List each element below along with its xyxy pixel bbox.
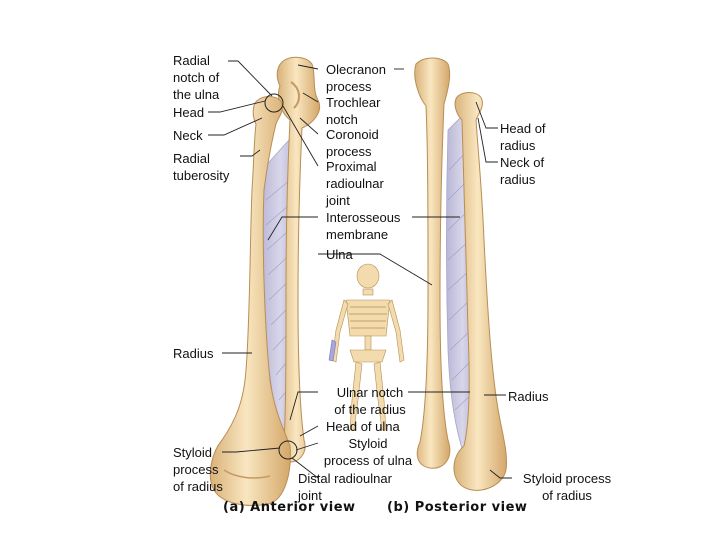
label-proximal-radioulnar-joint: Proximal radioulnar joint — [326, 159, 384, 208]
label-head-of-ulna: Head of ulna — [326, 419, 400, 434]
label-coronoid-process: Coronoid process — [326, 127, 379, 159]
label-olecranon-process: Olecranon process — [326, 62, 386, 94]
caption-posterior-view: (b) Posterior view — [387, 500, 528, 515]
label-neck-of-radius: Neck of radius — [500, 155, 545, 187]
radius-posterior — [453, 92, 507, 491]
anterior-view — [209, 56, 320, 506]
label-ulnar-notch-of-radius: Ulnar notch of the radius — [334, 385, 406, 417]
label-styloid-process-of-radius-anterior: Styloid process of radius — [173, 445, 223, 494]
label-radius-anterior: Radius — [173, 346, 214, 361]
label-ulna: Ulna — [326, 247, 353, 262]
label-radial-tuberosity: Radial tuberosity — [173, 151, 230, 183]
caption-anterior-view: (a) Anterior view — [223, 500, 356, 515]
label-styloid-process-of-radius-posterior: Styloid process of radius — [522, 471, 612, 503]
label-head: Head — [173, 105, 205, 120]
label-radius-posterior: Radius — [508, 389, 549, 404]
radius-anterior — [209, 96, 291, 506]
label-head-of-radius: Head of radius — [500, 121, 546, 153]
leader-lines — [208, 60, 512, 479]
label-trochlear-notch: Trochlear notch — [326, 95, 381, 127]
ulna-anterior — [276, 56, 320, 463]
label-styloid-process-of-ulna: Styloid process of ulna — [323, 436, 413, 468]
label-interosseous-membrane: Interosseous membrane — [326, 210, 401, 242]
ulna-posterior — [414, 57, 451, 469]
mini-skeleton — [328, 263, 405, 431]
posterior-view — [414, 57, 507, 491]
label-radial-notch-of-ulna: Radial notch of the ulna — [173, 53, 220, 102]
label-neck: Neck — [173, 128, 203, 143]
proximal-joint-circle — [264, 93, 284, 113]
label-distal-radioulnar-joint: Distal radioulnar joint — [298, 471, 392, 503]
